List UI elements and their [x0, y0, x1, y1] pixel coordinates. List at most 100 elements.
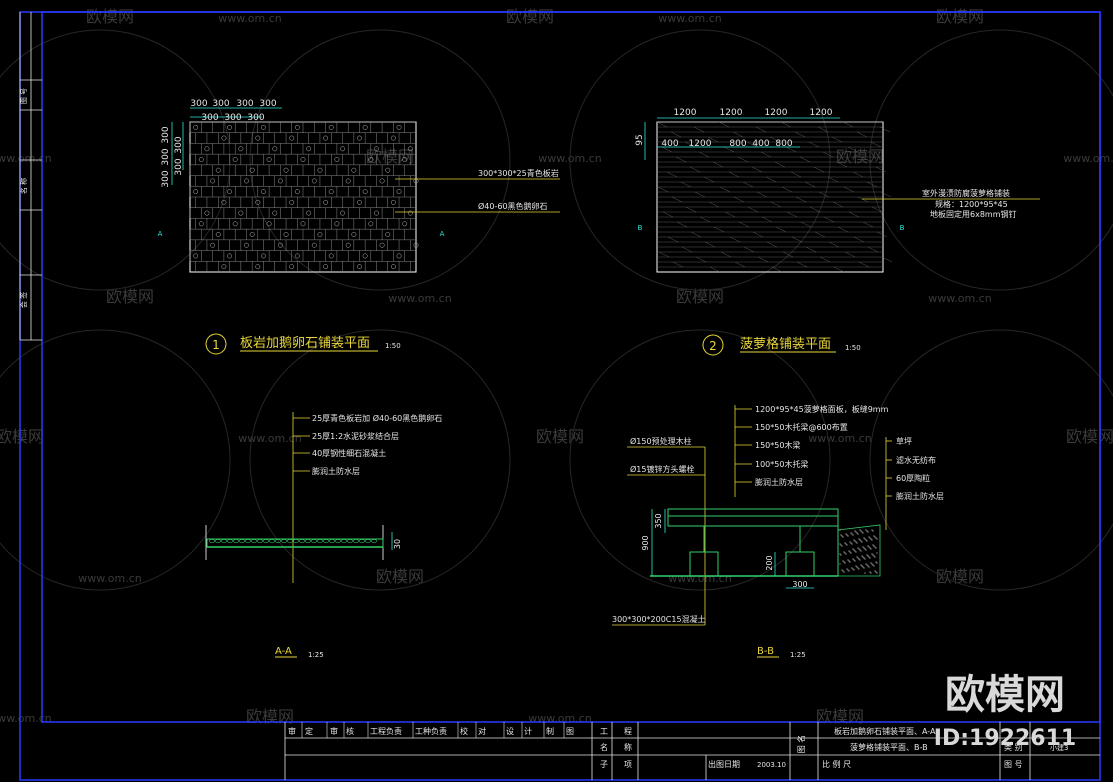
section-a-pebble: [299, 539, 305, 543]
watermark-text: 欧模网: [1066, 427, 1113, 446]
section-b-gravel-dot: [845, 543, 847, 545]
section-b-gravel-dot: [862, 556, 864, 558]
plan-1-pebble: [289, 264, 295, 270]
watermark-text: www.om.cn: [808, 432, 871, 445]
section-a-pebble: [341, 539, 347, 543]
watermark-ring: [869, 329, 1113, 591]
watermark-text: www.om.cn: [0, 712, 52, 725]
section-b-b: 1200*95*45菠萝格面板，板缝9mm 150*50木托梁@600布置 15…: [612, 404, 944, 659]
watermark-ring: [249, 29, 511, 291]
section-a-pebble: [257, 539, 263, 543]
plan-2-callout-line-1: 室外漫渍防腐菠萝格铺装: [922, 188, 1010, 198]
plan-2-board-joint: [709, 266, 721, 273]
plan-2-board-joint: [707, 136, 719, 143]
plan-1-pebble: [249, 167, 255, 173]
section-b-gravel-dot: [843, 551, 845, 553]
section-b-gravel-dot: [854, 560, 856, 562]
section-b-gravel-dot: [864, 538, 866, 540]
plan-1-pebble: [227, 124, 233, 130]
plan-1-pebble: [283, 232, 289, 237]
section-b-gravel-dot: [874, 546, 876, 548]
corner-watermark-brand: 欧模网: [945, 672, 1065, 718]
plan-2-dim-row2-4: 400: [752, 139, 769, 149]
plan-1-number: 1: [212, 338, 220, 352]
plan-2-board-joint: [729, 236, 741, 243]
section-b-gravel-dot: [852, 548, 854, 550]
plan-2-board-joint: [881, 256, 893, 263]
section-b-gravel-dot: [871, 539, 873, 541]
plan-1-pebble: [311, 178, 317, 184]
section-b-gravel-dot: [857, 547, 859, 549]
plan-1-pebble: [334, 221, 340, 227]
plan-1-pebble: [294, 189, 300, 195]
section-b-deck: [667, 508, 839, 517]
plan-2-board-joint: [870, 141, 882, 148]
plan-1-pebble: [334, 157, 340, 162]
section-b-gravel-dot: [858, 558, 860, 560]
section-a-dim: 30: [393, 539, 402, 549]
watermark-ring: [869, 29, 1113, 291]
plan-2-board-joint: [847, 146, 859, 153]
plan-1-pebble: [323, 135, 329, 141]
tb-signature-cell: 校: [460, 726, 468, 736]
watermark-text: 欧模网: [506, 7, 554, 26]
plan-2-board-joint: [657, 186, 669, 193]
plan-2-board-joint: [712, 161, 724, 168]
plan-2-board-joint: [805, 246, 817, 253]
plan-1-section-mark-left: A: [158, 230, 163, 238]
section-b-gravel-dot: [868, 556, 870, 558]
section-a-pebble: [281, 539, 287, 543]
plan-2-board-joint: [791, 236, 803, 243]
plan-1-pebble: [266, 221, 272, 227]
watermark-text: www.om.cn: [218, 12, 281, 25]
plan-2-board-joint: [875, 166, 887, 173]
watermark-layer: 欧模网www.om.cn欧模网www.om.cn欧模网www.om.cn欧模网w…: [0, 7, 1113, 726]
plan-1-pebble: [255, 135, 261, 141]
plan-2-board-joint: [752, 231, 764, 238]
section-b-gravel-dot: [872, 530, 874, 532]
plan-2-board-joint: [720, 251, 732, 258]
plan-1-dim-row2-2: 300: [224, 113, 241, 123]
section-b-gravel-dot: [840, 544, 842, 546]
section-a-layer-1: 25厚青色板岩加 Ø40-60黑色鹅卵石: [312, 413, 442, 423]
section-b-gravel-dot: [864, 572, 866, 574]
plan-1-pebble: [238, 146, 244, 152]
plan-2-board-joint: [843, 186, 855, 193]
section-a-pebble: [305, 539, 311, 543]
plan-2-number: 2: [709, 339, 717, 353]
plan-1-pebble: [244, 242, 249, 248]
plan-2-callout-line-3: 地板固定用6x8mm钢钉: [930, 209, 1017, 219]
plan-1-pebble: [277, 242, 283, 248]
watermark-text: 欧模网: [246, 707, 294, 726]
plan-2-board-joint: [833, 266, 845, 273]
section-b-gravel-dot: [874, 570, 876, 572]
section-b-gravel-dot: [847, 535, 849, 537]
plan-1-pebble: [306, 210, 312, 216]
plan-2-board-joint: [734, 261, 746, 268]
section-b-gravel-dot: [855, 551, 857, 553]
section-b-gravel-dot: [869, 571, 871, 573]
plan-1-pebble: [272, 146, 278, 152]
watermark-text: 欧模网: [676, 287, 724, 306]
section-b-gravel-dot: [862, 546, 864, 548]
section-b-gravel-dot: [843, 571, 845, 573]
section-b-gravel-dot: [862, 566, 864, 568]
section-b-gravel-dot: [862, 532, 864, 534]
plan-2-board-joint: [879, 126, 891, 133]
plan-2-board-joint: [689, 166, 701, 173]
plan-2-pineapple-grid: 1200 1200 1200 1200 400 1200 800 400 800…: [635, 108, 1040, 356]
plan-1-pebble: [362, 189, 368, 195]
section-b-gravel-dot: [859, 549, 861, 551]
plan-2-dim-top-3: 1200: [765, 108, 788, 118]
plan-1-pebble: [317, 232, 323, 237]
section-a-pebble: [359, 539, 365, 543]
plan-1-dim-row2-1: 300: [201, 113, 218, 123]
section-b-dim-200: 200: [765, 555, 774, 570]
watermark-ring: [569, 29, 831, 291]
section-b-gravel-dot: [875, 537, 877, 539]
plan-1-pebble: [390, 199, 396, 205]
plan-2-dim-row2-3: 800: [729, 139, 746, 149]
plan-2-board-joint: [823, 216, 835, 223]
plan-1-pebble: [345, 242, 351, 248]
section-b-gravel-dot: [866, 564, 868, 566]
